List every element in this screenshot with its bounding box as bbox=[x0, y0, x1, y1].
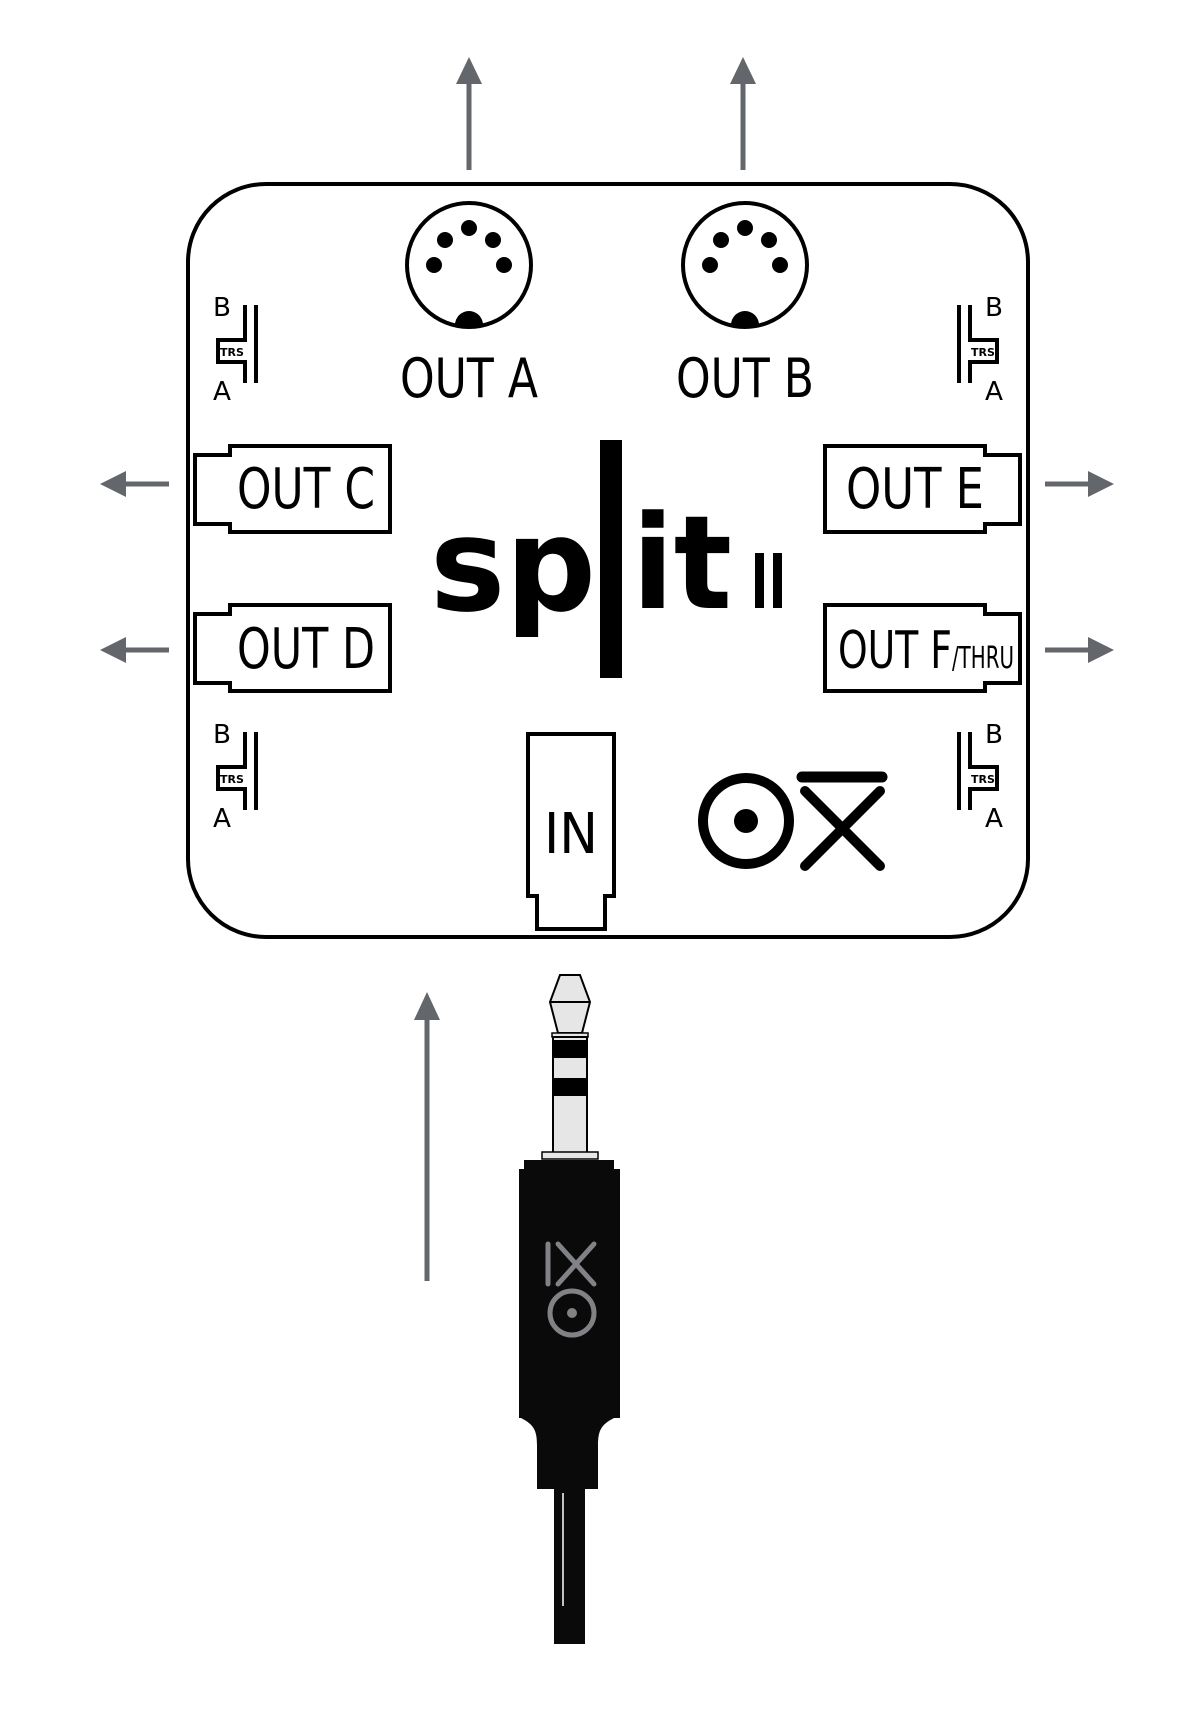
trs-b-label: B bbox=[985, 720, 1003, 750]
trs-a-label: A bbox=[213, 804, 231, 834]
din-port-out-a[interactable]: OUT A bbox=[400, 201, 538, 410]
input-port-in[interactable]: IN bbox=[526, 732, 616, 931]
logo-split-bar bbox=[600, 440, 622, 678]
jack-port-out-c[interactable]: OUT C bbox=[193, 444, 392, 534]
arrow-out-e-right-icon bbox=[1045, 471, 1114, 497]
logo-text-sp: sp bbox=[430, 489, 596, 641]
logo-suffix-ii bbox=[755, 553, 764, 608]
trs-switch-top-right[interactable]: B A TRS bbox=[957, 293, 1003, 407]
trs-tag: TRS bbox=[971, 773, 995, 786]
jack-port-out-f-thru[interactable]: OUT F /THRU bbox=[823, 603, 1022, 693]
jack-port-out-d[interactable]: OUT D bbox=[193, 603, 392, 693]
arrow-out-d-left-icon bbox=[100, 637, 169, 663]
arrow-out-f-right-icon bbox=[1045, 637, 1114, 663]
cable-ox-logo-icon bbox=[545, 1241, 597, 1338]
trs-a-label: A bbox=[985, 804, 1003, 834]
trs-switch-top-left[interactable]: B A TRS bbox=[213, 293, 258, 407]
ox-brand-logo-icon bbox=[698, 771, 888, 871]
trs-tag: TRS bbox=[220, 773, 244, 786]
out-b-label: OUT B bbox=[676, 347, 814, 410]
split-ii-logo: sp it bbox=[430, 440, 782, 678]
out-e-label: OUT E bbox=[846, 457, 984, 522]
out-f-label: OUT F bbox=[838, 621, 952, 681]
trs-a-label: A bbox=[213, 377, 231, 407]
plug-body bbox=[519, 1160, 620, 1644]
arrow-out-c-left-icon bbox=[100, 471, 169, 497]
trs-switch-bottom-right[interactable]: B A TRS bbox=[957, 720, 1003, 834]
out-a-label: OUT A bbox=[400, 347, 538, 410]
arrow-out-b-up-icon bbox=[730, 57, 756, 170]
trs-cable[interactable] bbox=[519, 974, 620, 1644]
trs-b-label: B bbox=[985, 293, 1003, 323]
trs-b-label: B bbox=[213, 720, 231, 750]
arrow-input-up-icon bbox=[414, 992, 440, 1281]
trs-b-label: B bbox=[213, 293, 231, 323]
signal-arrows bbox=[100, 57, 1114, 1281]
trs-switch-bottom-left[interactable]: B A TRS bbox=[213, 720, 258, 834]
out-d-label: OUT D bbox=[237, 617, 375, 682]
plug-tip bbox=[541, 974, 599, 1160]
trs-tag: TRS bbox=[220, 346, 244, 359]
jack-port-out-e[interactable]: OUT E bbox=[823, 444, 1022, 534]
trs-tag: TRS bbox=[971, 346, 995, 359]
logo-text-it: it bbox=[632, 487, 732, 639]
out-f-thru-suffix: /THRU bbox=[952, 641, 1014, 676]
trs-a-label: A bbox=[985, 377, 1003, 407]
out-c-label: OUT C bbox=[237, 457, 375, 522]
din-port-out-b[interactable]: OUT B bbox=[676, 201, 814, 410]
in-label: IN bbox=[544, 802, 598, 867]
arrow-out-a-up-icon bbox=[456, 57, 482, 170]
